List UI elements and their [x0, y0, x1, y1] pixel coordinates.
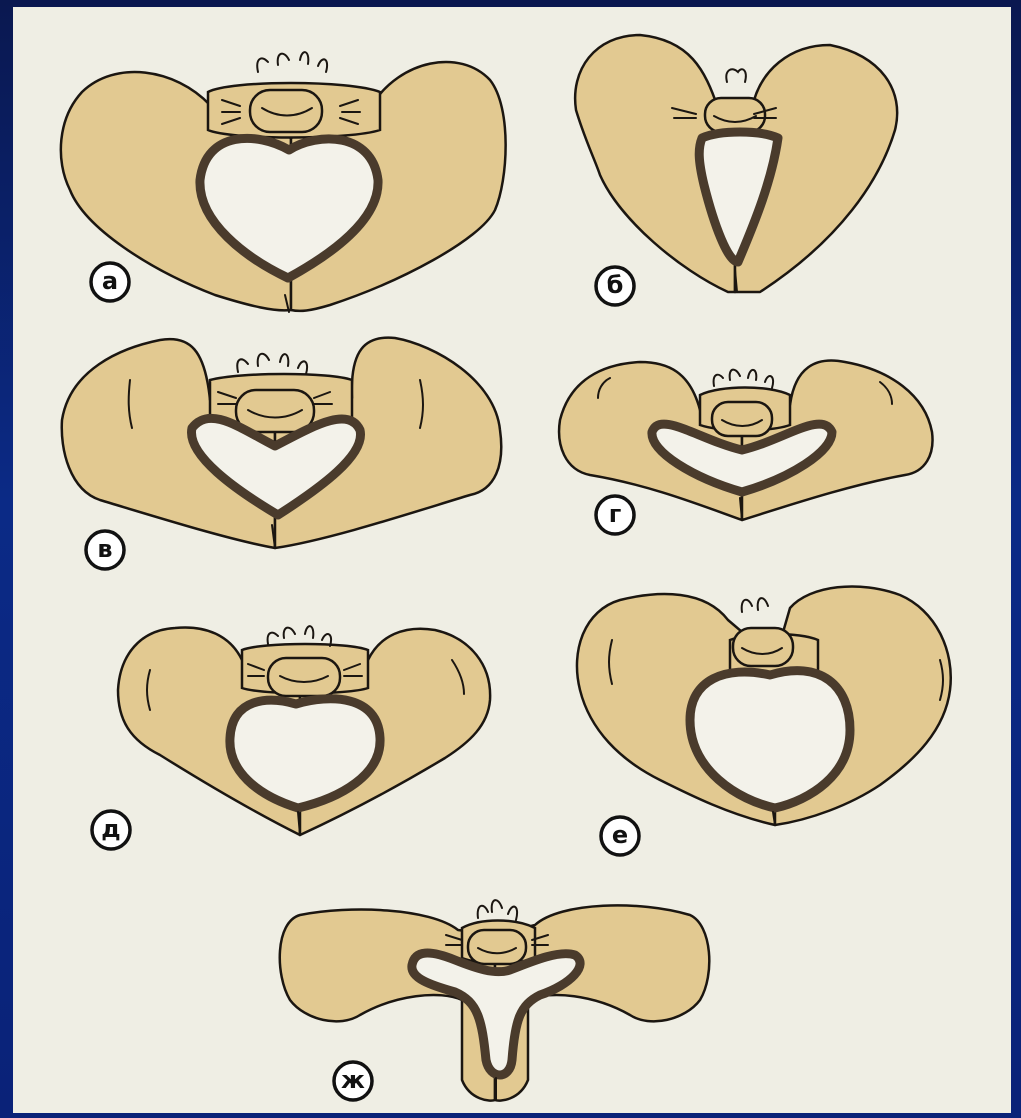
label-d: д	[101, 815, 120, 843]
label-e-badge: е	[601, 817, 639, 855]
pelvis-figure-b	[575, 35, 897, 292]
label-g-badge: г	[596, 496, 634, 534]
pelvis-figure-d	[118, 626, 490, 835]
label-e: е	[612, 821, 628, 849]
label-v: в	[97, 535, 112, 563]
label-a-badge: а	[91, 263, 129, 301]
pelvis-figure-e	[577, 586, 951, 825]
label-zh-badge: ж	[334, 1062, 372, 1100]
label-v-badge: в	[86, 531, 124, 569]
label-b-badge: б	[596, 267, 634, 305]
pelvis-figure-v	[62, 338, 501, 548]
label-zh: ж	[341, 1066, 365, 1094]
label-b: б	[607, 271, 624, 299]
label-d-badge: д	[92, 811, 130, 849]
label-g: г	[609, 500, 622, 528]
label-a: а	[102, 267, 118, 295]
